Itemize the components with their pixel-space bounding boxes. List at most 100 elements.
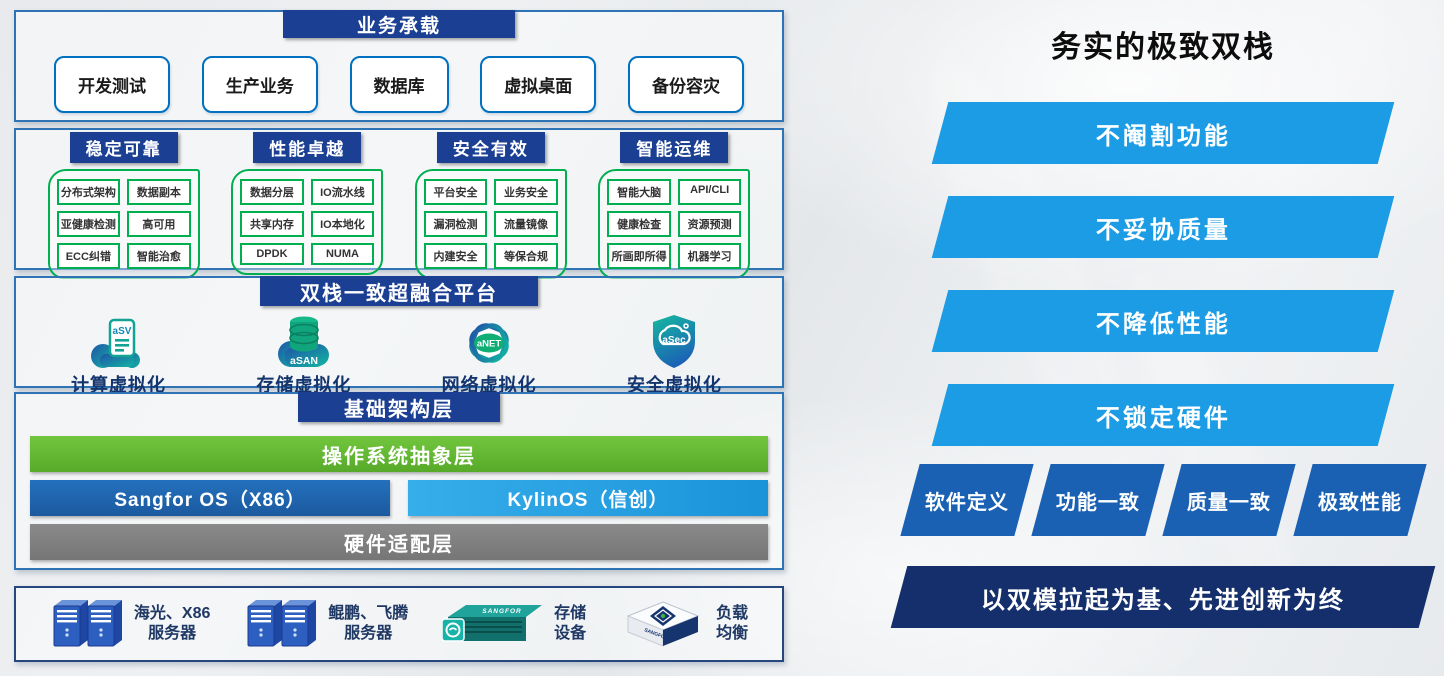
hardware-item-label: 鲲鹏、飞腾服务器 [328, 605, 409, 642]
capability-item: 数据副本 [127, 179, 191, 205]
platform-section: 双栈一致超融合平台 aSV [14, 276, 784, 395]
banner-no-feature-cut: 不阉割功能 [931, 102, 1395, 164]
capability-group-ops: 智能运维 智能大脑 API/CLI 健康检查 资源预测 所画即所得 机器学习 [598, 130, 751, 279]
capability-item: 所画即所得 [607, 243, 671, 269]
capability-group-box: 平台安全 业务安全 漏洞检测 流量镜像 内建安全 等保合规 [414, 169, 567, 279]
business-item: 生产业务 [201, 56, 318, 113]
os-bars-row: Sangfor OS（X86） KylinOS（信创） [30, 480, 768, 516]
capability-item: 智能大脑 [607, 179, 671, 205]
capability-item: 机器学习 [677, 243, 742, 269]
capability-group-title: 安全有效 [436, 132, 545, 163]
hardware-item-label: 负载均衡 [716, 605, 749, 642]
pillar-quality-parity: 质量一致 [1161, 464, 1296, 536]
infrastructure-stack: 操作系统抽象层 Sangfor OS（X86） KylinOS（信创） 硬件适配… [16, 394, 782, 560]
platform-module-security: aSec 安全虚拟化 [627, 314, 722, 397]
platform-title: 双栈一致超融合平台 [260, 276, 538, 306]
footer-banner: 以双模拉起为基、先进创新为终 [890, 566, 1436, 628]
platform-module-compute: aSV 计算虚拟化 [71, 318, 166, 397]
business-items-row: 开发测试 生产业务 数据库 虚拟桌面 备份容灾 [16, 12, 782, 113]
capability-item: NUMA [310, 243, 375, 265]
infrastructure-section: 基础架构层 操作系统抽象层 Sangfor OS（X86） KylinOS（信创… [14, 392, 784, 570]
svg-text:aNET: aNET [477, 339, 501, 350]
capability-group-box: 智能大脑 API/CLI 健康检查 资源预测 所画即所得 机器学习 [598, 169, 751, 279]
capability-item: ECC纠错 [56, 243, 121, 269]
capability-group-box: 分布式架构 数据副本 亚健康检测 高可用 ECC纠错 智能治愈 [47, 169, 200, 279]
capability-item: 业务安全 [494, 179, 558, 205]
capability-item: IO流水线 [310, 179, 375, 205]
capability-item: 数据分层 [240, 179, 304, 205]
infrastructure-title: 基础架构层 [298, 392, 500, 422]
asec-security-icon: aSec [653, 315, 696, 368]
capability-item: 漏洞检测 [423, 211, 488, 237]
capability-item: 流量镜像 [494, 211, 558, 237]
platform-modules-row: aSV 计算虚拟化 [16, 278, 782, 397]
capability-group-title: 智能运维 [620, 132, 729, 163]
capability-item: 分布式架构 [56, 179, 121, 205]
capability-group-stability: 稳定可靠 分布式架构 数据副本 亚健康检测 高可用 ECC纠错 智能治愈 [47, 130, 200, 279]
business-item: 数据库 [349, 56, 449, 113]
capability-item: 亚健康检测 [56, 211, 121, 237]
svg-text:SANGFOR: SANGFOR [482, 608, 522, 615]
kylin-os-bar: KylinOS（信创） [408, 480, 768, 516]
capability-item: 共享内存 [240, 211, 304, 237]
hardware-item-label: 存储设备 [554, 605, 587, 642]
capability-item: 健康检查 [607, 211, 671, 237]
capability-item: IO本地化 [310, 211, 375, 237]
anet-network-icon: aNET [469, 323, 509, 363]
asan-storage-icon: aSAN [277, 316, 329, 367]
capability-group-title: 性能卓越 [253, 132, 362, 163]
pillar-software-defined: 软件定义 [899, 464, 1034, 536]
platform-module-label: 存储虚拟化 [256, 375, 352, 395]
capability-group-box: 数据分层 IO流水线 共享内存 IO本地化 DPDK NUMA [231, 169, 384, 275]
capability-item: 平台安全 [423, 179, 488, 205]
business-item: 开发测试 [54, 56, 170, 113]
hardware-item-storage: SANGFOR 存储设备 [442, 600, 586, 648]
svg-text:aSAN: aSAN [290, 355, 318, 367]
capability-group-performance: 性能卓越 数据分层 IO流水线 共享内存 IO本地化 DPDK NUMA [231, 130, 384, 275]
capability-item: DPDK [240, 243, 304, 265]
capability-group-security: 安全有效 平台安全 业务安全 漏洞检测 流量镜像 内建安全 等保合规 [414, 130, 567, 279]
capability-item: API/CLI [677, 179, 742, 205]
storage-appliance-icon: SANGFOR [442, 605, 543, 642]
banner-no-quality-compromise: 不妥协质量 [931, 196, 1395, 258]
pillar-feature-parity: 功能一致 [1030, 464, 1165, 536]
load-balancer-icon: SANGFOR [626, 601, 700, 647]
capability-item: 内建安全 [423, 243, 488, 269]
svg-text:aSV: aSV [112, 326, 131, 337]
pillar-extreme-performance: 极致性能 [1292, 464, 1427, 536]
platform-module-storage: aSAN 存储虚拟化 [256, 314, 351, 397]
right-panel-title: 务实的极致双栈 [1051, 31, 1275, 64]
hardware-item-arm-servers: 鲲鹏、飞腾服务器 [244, 597, 408, 651]
banner-no-hardware-lockin: 不锁定硬件 [931, 384, 1395, 446]
capability-item: 资源预测 [677, 211, 742, 237]
architecture-diagram: 业务承载 开发测试 生产业务 数据库 虚拟桌面 备份容灾 稳定可靠 分布式架构 … [14, 10, 784, 662]
banner-stack: 不阉割功能 不妥协质量 不降低性能 不锁定硬件 [888, 102, 1438, 446]
asv-compute-icon: aSV [90, 318, 140, 368]
business-item: 备份容灾 [628, 56, 744, 113]
platform-module-label: 计算虚拟化 [71, 375, 166, 395]
business-layer-section: 业务承载 开发测试 生产业务 数据库 虚拟桌面 备份容灾 [14, 10, 784, 122]
os-abstraction-bar: 操作系统抽象层 [30, 436, 768, 472]
platform-module-network: aNET 网络虚拟化 [442, 314, 537, 397]
value-proposition-panel: 务实的极致双栈 不阉割功能 不妥协质量 不降低性能 不锁定硬件 软件定义 功能一… [888, 0, 1438, 628]
platform-module-label: 安全虚拟化 [626, 375, 722, 395]
pillar-row: 软件定义 功能一致 质量一致 极致性能 [888, 464, 1438, 536]
banner-no-performance-drop: 不降低性能 [931, 290, 1395, 352]
x86-servers-icon [53, 600, 122, 647]
hardware-adaptation-bar: 硬件适配层 [30, 524, 768, 560]
svg-text:aSec: aSec [663, 335, 687, 346]
capabilities-section: 稳定可靠 分布式架构 数据副本 亚健康检测 高可用 ECC纠错 智能治愈 性能卓… [14, 128, 784, 279]
business-item: 虚拟桌面 [480, 56, 597, 113]
platform-module-label: 网络虚拟化 [441, 375, 537, 395]
capability-item: 智能治愈 [127, 243, 191, 269]
hardware-item-load-balancer: SANGFOR 负载均衡 [620, 599, 748, 649]
arm-servers-icon [247, 600, 317, 647]
capability-item: 等保合规 [494, 243, 558, 269]
capability-item: 高可用 [127, 211, 191, 237]
capability-group-title: 稳定可靠 [69, 132, 178, 163]
sangfor-os-bar: Sangfor OS（X86） [30, 480, 390, 516]
